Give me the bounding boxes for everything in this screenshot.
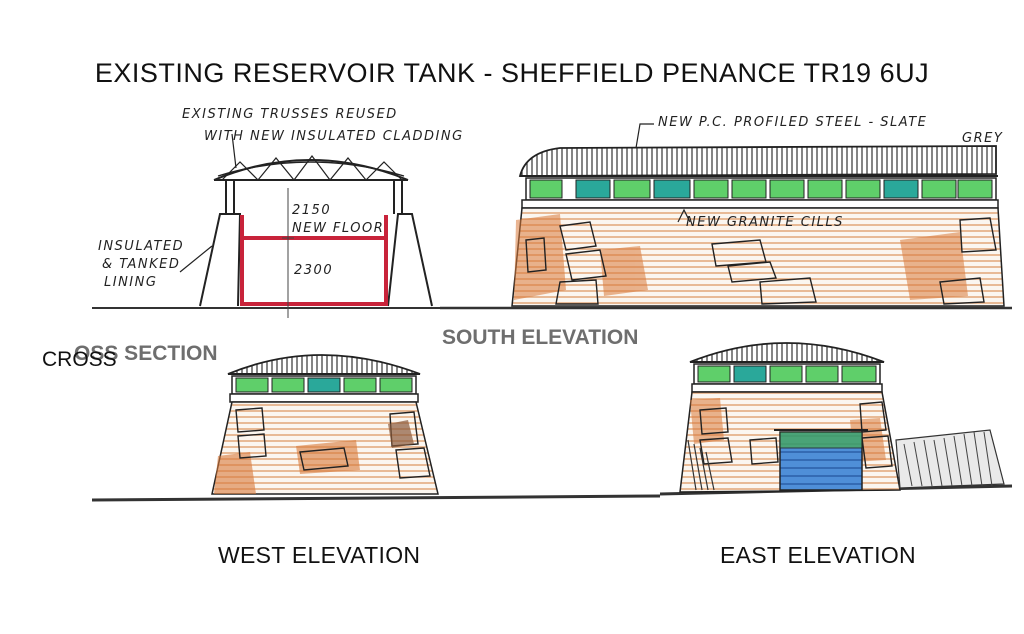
cross-word-label: CROSS — [42, 348, 117, 371]
roof-note-line1: NEW P.C. PROFILED STEEL - SLATE — [658, 115, 928, 130]
south-elevation-drawing — [440, 123, 1012, 310]
south-elevation-label: SOUTH ELEVATION — [442, 326, 639, 349]
lining-note-line3: LINING — [104, 275, 158, 290]
east-elevation-drawing — [659, 342, 1013, 496]
west-elevation-label: WEST ELEVATION — [218, 542, 421, 568]
drawing-title: EXISTING RESERVOIR TANK - SHEFFIELD PENA… — [94, 58, 930, 88]
trusses-note-line1: EXISTING TRUSSES REUSED — [182, 107, 398, 122]
roof-note-line2: GREY — [962, 131, 1004, 146]
new-floor-note: NEW FLOOR — [292, 221, 385, 236]
dimension-upper: 2150 — [292, 203, 332, 218]
cross-section-label: OSS SECTION — [74, 342, 218, 365]
dimension-lower: 2300 — [294, 263, 334, 278]
lining-note-line1: INSULATED — [98, 239, 185, 254]
east-elevation-label: EAST ELEVATION — [720, 542, 916, 568]
trusses-note-line2: WITH NEW INSULATED CLADDING — [204, 129, 464, 144]
cross-section-drawing — [92, 133, 440, 318]
cills-note: NEW GRANITE CILLS — [686, 215, 844, 230]
west-elevation-drawing — [91, 354, 661, 502]
lining-note-line2: & TANKED — [102, 257, 181, 272]
west-elevation-ground — [91, 494, 661, 502]
